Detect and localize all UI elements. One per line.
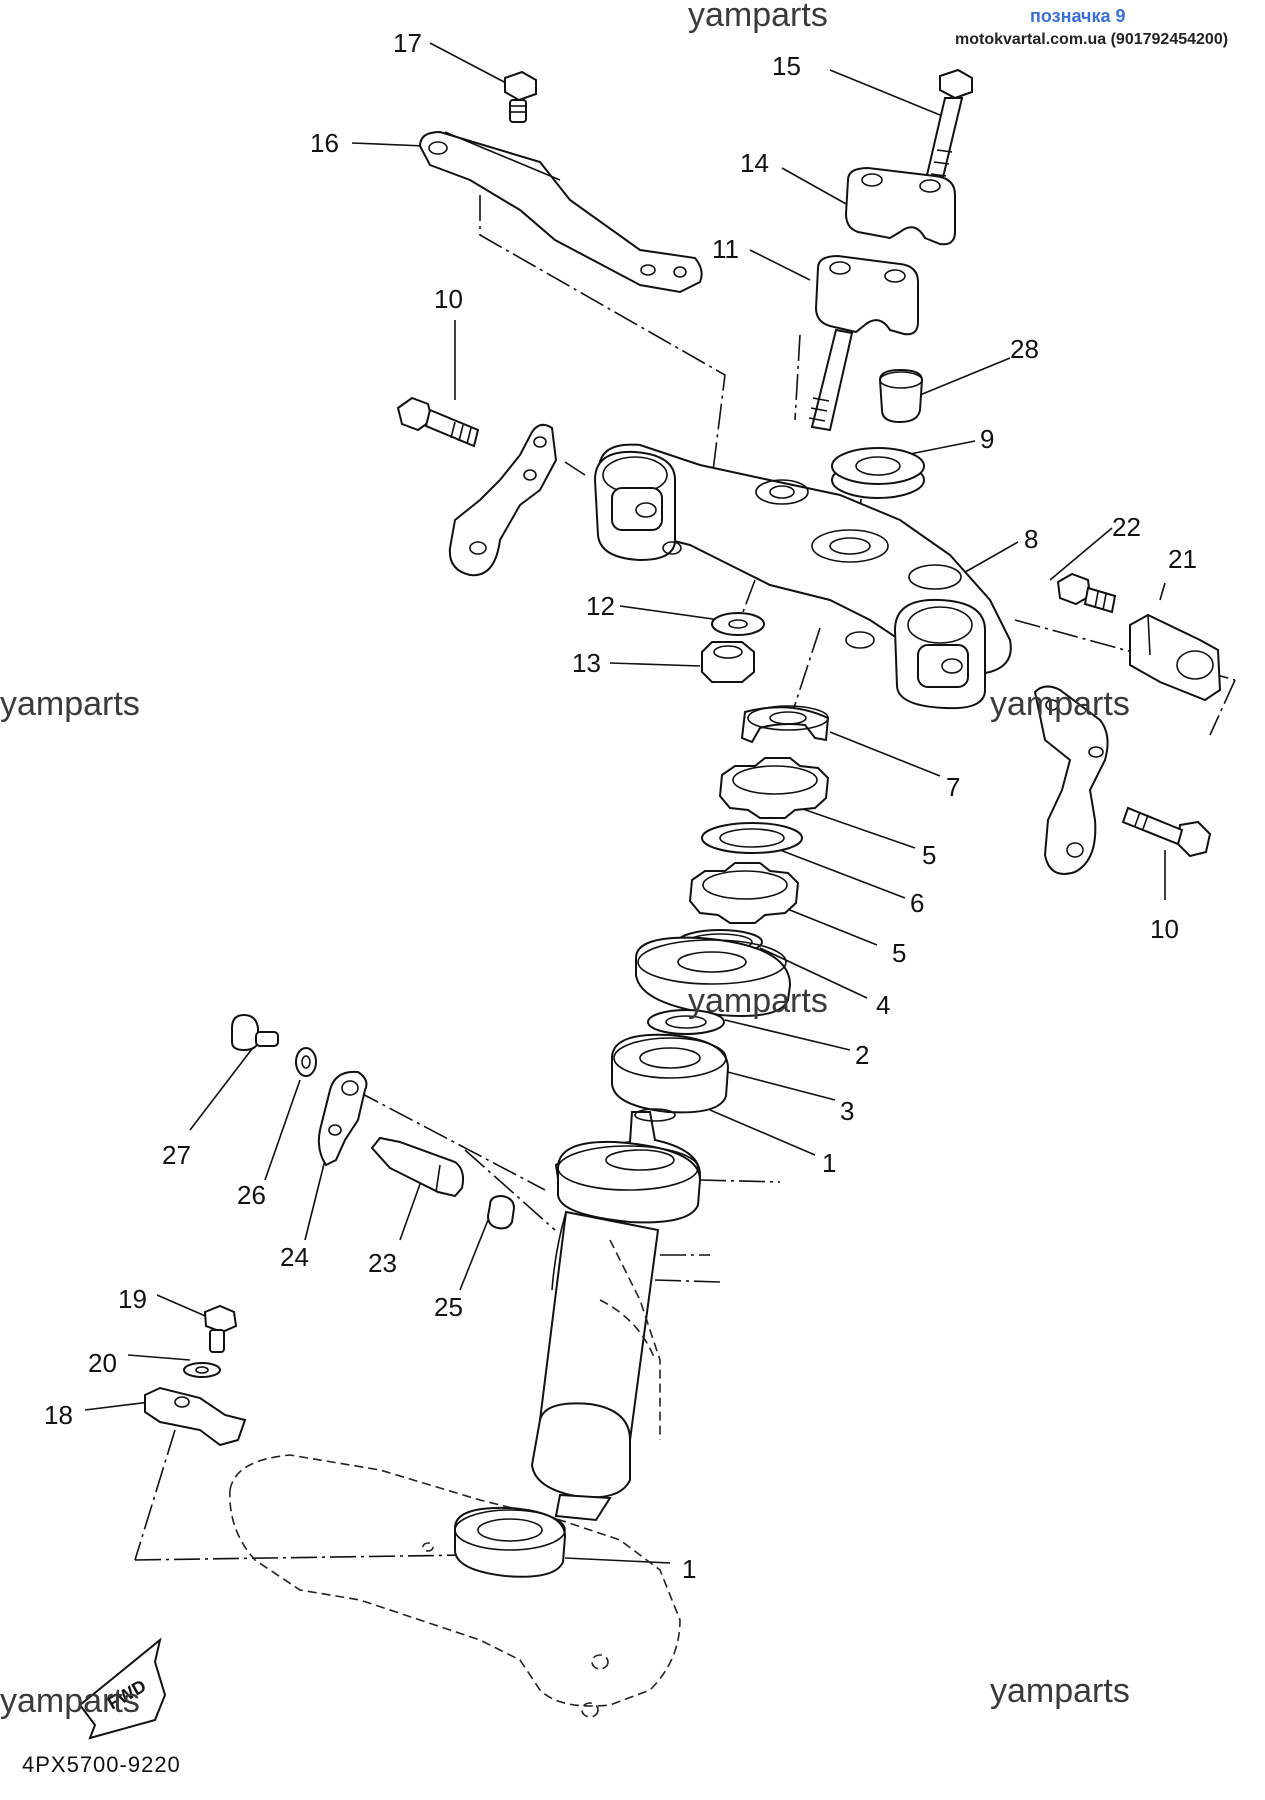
diagram-code: 4PX5700-9220 bbox=[22, 1752, 181, 1777]
callout: 23 bbox=[368, 1248, 397, 1278]
callout: 24 bbox=[280, 1242, 309, 1272]
callout: 5 bbox=[892, 938, 906, 968]
watermark: yamparts bbox=[990, 685, 1130, 723]
watermark: yamparts bbox=[990, 1672, 1130, 1710]
leader-lines bbox=[84, 42, 1166, 1564]
watermarks: yamparts yamparts yamparts yamparts yamp… bbox=[0, 0, 1130, 1720]
bracket-right bbox=[1033, 685, 1109, 875]
callout: 27 bbox=[162, 1140, 191, 1170]
ring-3 bbox=[647, 1009, 725, 1035]
callout: 22 bbox=[1112, 512, 1141, 542]
cable-holder-21 bbox=[1129, 613, 1222, 702]
nut-9 bbox=[831, 447, 925, 499]
watermark: yamparts bbox=[0, 1682, 140, 1720]
bolt-10-left bbox=[396, 396, 480, 448]
bolt-10-right bbox=[1121, 806, 1212, 858]
callout: 28 bbox=[1010, 334, 1039, 364]
handlebar-holder-lower-11 bbox=[808, 254, 919, 432]
washer-12 bbox=[711, 612, 765, 636]
callout: 2 bbox=[855, 1040, 869, 1070]
callout: 7 bbox=[946, 772, 960, 802]
callout-numbers: 17 15 16 14 11 10 28 9 22 21 8 12 13 7 5… bbox=[44, 28, 1197, 1584]
nut-13 bbox=[701, 641, 755, 683]
cap-28 bbox=[878, 368, 924, 424]
watermark: yamparts bbox=[688, 982, 828, 1020]
bracket-16 bbox=[418, 130, 703, 294]
header-tag: позначка 9 bbox=[1030, 6, 1126, 26]
callout: 15 bbox=[772, 51, 801, 81]
washer-26 bbox=[295, 1047, 317, 1077]
watermark: yamparts bbox=[0, 685, 140, 723]
lower-bracket bbox=[229, 1239, 681, 1718]
callout: 6 bbox=[910, 888, 924, 918]
callout: 13 bbox=[572, 648, 601, 678]
bolt-27 bbox=[231, 1013, 279, 1052]
bearing-1-lower bbox=[454, 1506, 567, 1578]
ring-nut-5-upper bbox=[718, 757, 830, 819]
callout: 11 bbox=[712, 234, 739, 264]
washer-20 bbox=[183, 1362, 221, 1378]
callout: 12 bbox=[586, 591, 615, 621]
callout: 20 bbox=[88, 1348, 117, 1378]
callout: 5 bbox=[922, 840, 936, 870]
bolt-15 bbox=[922, 68, 973, 192]
watermark: yamparts bbox=[688, 0, 828, 34]
callout: 16 bbox=[310, 128, 339, 158]
callout: 1 bbox=[682, 1554, 696, 1584]
bracket-left bbox=[448, 423, 558, 577]
callout: 26 bbox=[237, 1180, 266, 1210]
bearing-1-upper bbox=[611, 1033, 730, 1114]
callout: 9 bbox=[980, 424, 994, 454]
cable-guide-18 bbox=[144, 1386, 247, 1447]
bolt-22 bbox=[1056, 572, 1117, 614]
washer-6 bbox=[701, 822, 803, 854]
switch-23 bbox=[370, 1136, 465, 1198]
callout: 3 bbox=[840, 1096, 854, 1126]
plate-24 bbox=[317, 1070, 368, 1167]
callout: 18 bbox=[44, 1400, 73, 1430]
callout: 4 bbox=[876, 990, 890, 1020]
steering-stem bbox=[530, 1108, 702, 1522]
bearing-cover-2 bbox=[635, 936, 792, 1017]
grommet-25 bbox=[486, 1194, 516, 1230]
callout: 8 bbox=[1024, 524, 1038, 554]
ring-nut-5-lower bbox=[688, 862, 800, 924]
bolt-17 bbox=[504, 70, 537, 123]
upper-bracket-8 bbox=[593, 443, 1012, 710]
callout: 25 bbox=[434, 1292, 463, 1322]
lock-washer-7 bbox=[740, 705, 830, 744]
callout: 17 bbox=[393, 28, 422, 58]
handlebar-holder-upper-14 bbox=[844, 166, 956, 246]
assembly-center-lines bbox=[134, 195, 1236, 1561]
fwd-arrow-icon: FWD bbox=[78, 1637, 167, 1740]
callout: 10 bbox=[434, 284, 463, 314]
bolt-19 bbox=[203, 1304, 238, 1353]
callout: 1 bbox=[822, 1148, 836, 1178]
callout: 10 bbox=[1150, 914, 1179, 944]
callout: 14 bbox=[740, 148, 769, 178]
callout: 19 bbox=[118, 1284, 147, 1314]
header-site: motokvartal.com.ua (901792454200) bbox=[955, 31, 1228, 48]
callout: 21 bbox=[1168, 544, 1197, 574]
